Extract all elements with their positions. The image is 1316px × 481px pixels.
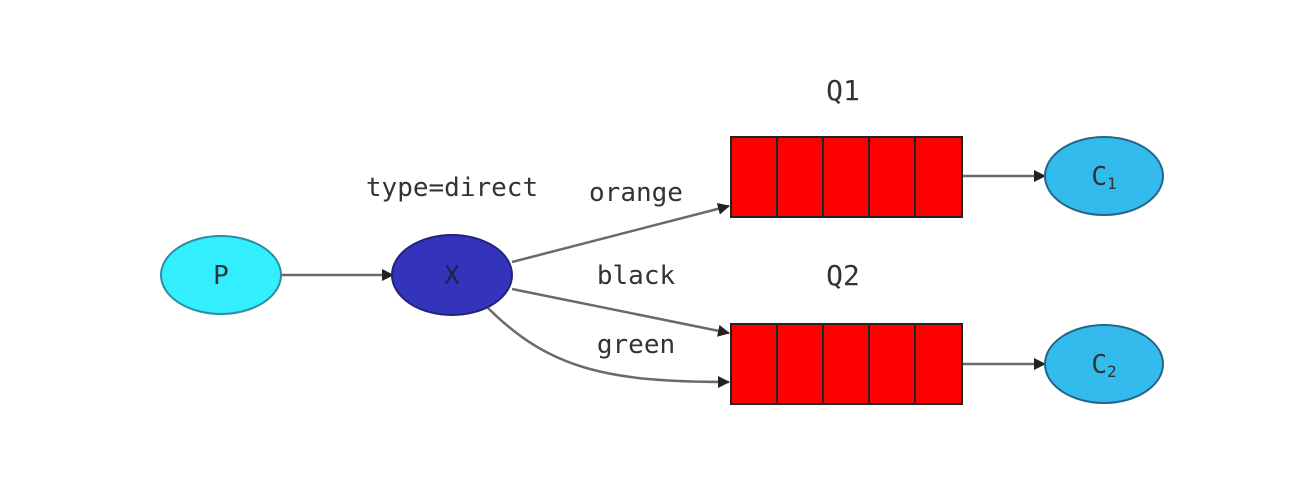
consumer1-label: C1	[1091, 162, 1116, 193]
queue2-slot	[730, 323, 778, 405]
consumer1-node: C1	[1044, 136, 1164, 216]
queue1-slot	[868, 136, 916, 218]
producer-node: P	[160, 235, 282, 315]
queue2-slot	[868, 323, 916, 405]
exchange-label: X	[444, 261, 460, 291]
edge-x-to-q2-black	[511, 287, 730, 337]
binding-label-orange: orange	[589, 178, 683, 208]
edge-x-to-q2-green	[487, 307, 730, 388]
edge-x-to-q1	[511, 202, 730, 264]
consumer2-subscript: 2	[1107, 362, 1117, 381]
edges	[281, 170, 1046, 388]
queue1-label: Q1	[826, 74, 860, 107]
consumer1-letter: C	[1091, 162, 1107, 192]
queue2-slot	[914, 323, 963, 405]
consumer1-subscript: 1	[1107, 174, 1117, 193]
producer-label: P	[213, 261, 229, 291]
queue2	[730, 323, 963, 405]
queue1-slot	[776, 136, 824, 218]
exchange-type-caption: type=direct	[366, 173, 538, 203]
consumer2-letter: C	[1091, 350, 1107, 380]
consumer2-label: C2	[1091, 350, 1116, 381]
consumer2-node: C2	[1044, 324, 1164, 404]
queue2-label: Q2	[826, 259, 860, 292]
binding-label-black: black	[597, 261, 676, 291]
queue1-slot	[914, 136, 963, 218]
queue2-slot	[822, 323, 870, 405]
queue1-slot	[730, 136, 778, 218]
queue1-slot	[822, 136, 870, 218]
exchange-node: X	[391, 234, 513, 316]
queue2-slot	[776, 323, 824, 405]
binding-label-green: green	[597, 330, 675, 360]
queue1	[730, 136, 963, 218]
